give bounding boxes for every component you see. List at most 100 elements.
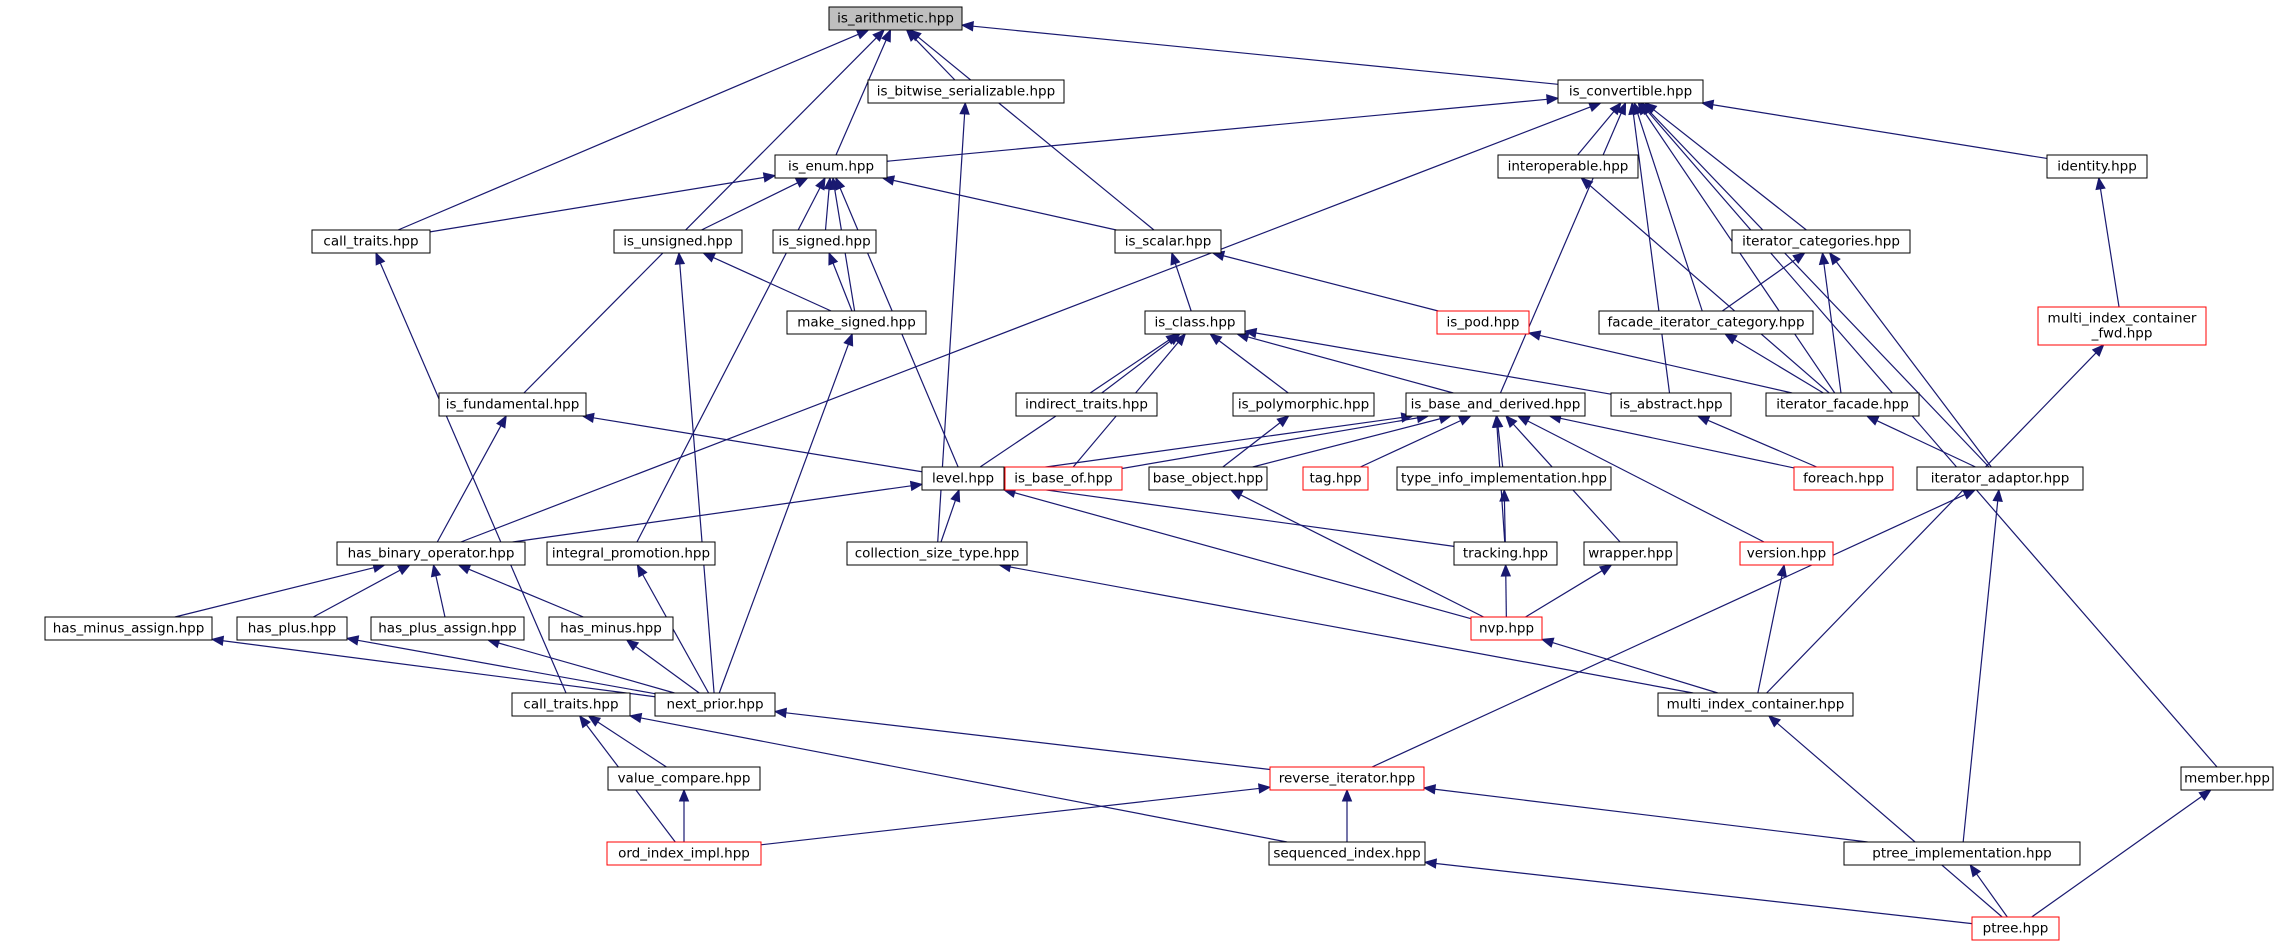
arrowhead bbox=[762, 172, 777, 183]
arrowhead bbox=[1165, 333, 1179, 345]
edge-line bbox=[824, 188, 830, 231]
node-is-polymorphic[interactable]: is_polymorphic.hpp bbox=[1232, 392, 1375, 417]
node-label: ptree.hpp bbox=[1983, 921, 2049, 937]
edge-is_polymorphic-to-is_class bbox=[1209, 333, 1289, 394]
node-collection-size-type[interactable]: collection_size_type.hpp bbox=[846, 541, 1028, 566]
node-label: iterator_adaptor.hpp bbox=[1931, 471, 2070, 487]
node-box bbox=[1497, 154, 1639, 179]
arrowhead bbox=[1505, 415, 1518, 429]
node-ptree-implementation[interactable]: ptree_implementation.hpp bbox=[1843, 841, 2081, 866]
edge-line bbox=[1757, 575, 1783, 694]
node-is-convertible[interactable]: is_convertible.hpp bbox=[1557, 79, 1704, 104]
edge-line bbox=[1255, 332, 1612, 395]
node-indirect-traits[interactable]: indirect_traits.hpp bbox=[1015, 392, 1158, 417]
node-foreach[interactable]: foreach.hpp bbox=[1793, 466, 1894, 491]
node-iterator-facade[interactable]: iterator_facade.hpp bbox=[1765, 392, 1920, 417]
node-ord-index-impl[interactable]: ord_index_impl.hpp bbox=[606, 841, 762, 866]
edge-sequenced_index-to-call_traits_2 bbox=[628, 712, 1288, 843]
node-make-signed[interactable]: make_signed.hpp bbox=[786, 310, 927, 335]
arrowhead bbox=[1700, 99, 1715, 111]
node-has-plus-assign[interactable]: has_plus_assign.hpp bbox=[370, 616, 525, 641]
node-is-scalar[interactable]: is_scalar.hpp bbox=[1114, 229, 1222, 254]
edge-line bbox=[1712, 104, 2048, 160]
node-value-compare[interactable]: value_compare.hpp bbox=[607, 766, 761, 791]
node-base-object[interactable]: base_object.hpp bbox=[1148, 466, 1268, 491]
edge-line bbox=[835, 39, 887, 156]
node-is-class[interactable]: is_class.hpp bbox=[1144, 310, 1246, 335]
node-is-abstract[interactable]: is_abstract.hpp bbox=[1610, 392, 1732, 417]
edge-is_class-to-is_scalar bbox=[1170, 251, 1192, 312]
node-member[interactable]: member.hpp bbox=[2180, 766, 2274, 791]
edge-line bbox=[1435, 862, 1973, 925]
node-wrapper[interactable]: wrapper.hpp bbox=[1583, 541, 1678, 566]
node-ptree[interactable]: ptree.hpp bbox=[1971, 916, 2060, 941]
node-next-prior[interactable]: next_prior.hpp bbox=[654, 692, 776, 717]
node-label: integral_promotion.hpp bbox=[552, 546, 710, 562]
edge-is_base_of-to-is_base_and_derived bbox=[1121, 412, 1430, 470]
node-sequenced-index[interactable]: sequenced_index.hpp bbox=[1268, 841, 1426, 866]
node-box bbox=[370, 616, 525, 641]
arrowhead bbox=[1962, 489, 1977, 500]
node-label: iterator_categories.hpp bbox=[1742, 234, 1900, 250]
edge-make_signed-to-is_unsigned bbox=[702, 252, 832, 312]
node-version[interactable]: version.hpp bbox=[1739, 541, 1834, 566]
node-iterator-categories[interactable]: iterator_categories.hpp bbox=[1731, 229, 1911, 254]
node-label: next_prior.hpp bbox=[666, 697, 763, 713]
edge-iterator_facade-to-iterator_categories bbox=[1818, 251, 1842, 394]
node-multi-index-container-fwd[interactable]: multi_index_container_fwd.hpp bbox=[2037, 306, 2207, 346]
edge-reverse_iterator-to-next_prior bbox=[773, 707, 1271, 771]
arrowhead bbox=[1516, 415, 1531, 426]
node-is-base-and-derived[interactable]: is_base_and_derived.hpp bbox=[1405, 392, 1586, 417]
node-is-pod[interactable]: is_pod.hpp bbox=[1436, 310, 1530, 335]
node-label: version.hpp bbox=[1747, 546, 1826, 562]
edge-is_enum-to-is_convertible bbox=[886, 94, 1560, 162]
arrowhead bbox=[345, 635, 360, 646]
node-is-fundamental[interactable]: is_fundamental.hpp bbox=[438, 392, 587, 417]
node-label: is_class.hpp bbox=[1154, 315, 1235, 331]
node-multi-index-container[interactable]: multi_index_container.hpp bbox=[1657, 692, 1854, 717]
node-label: iterator_facade.hpp bbox=[1776, 397, 1909, 413]
edge-multi_index_container-to-nvp bbox=[1540, 637, 1718, 694]
node-has-minus-assign[interactable]: has_minus_assign.hpp bbox=[44, 616, 213, 641]
arrowhead bbox=[375, 251, 386, 266]
node-reverse-iterator[interactable]: reverse_iterator.hpp bbox=[1269, 766, 1425, 791]
node-facade-iterator-category[interactable]: facade_iterator_category.hpp bbox=[1598, 310, 1814, 335]
node-interoperable[interactable]: interoperable.hpp bbox=[1497, 154, 1639, 179]
edge-call_traits_2-to-call_traits_1 bbox=[375, 251, 567, 694]
arrowhead bbox=[702, 252, 716, 263]
arrowhead bbox=[855, 29, 870, 40]
node-is-bitwise-serializable[interactable]: is_bitwise_serializable.hpp bbox=[867, 79, 1065, 104]
edge-line bbox=[429, 176, 765, 233]
node-box bbox=[2046, 154, 2148, 179]
node-type-info-implementation[interactable]: type_info_implementation.hpp bbox=[1396, 466, 1612, 491]
node-is-unsigned[interactable]: is_unsigned.hpp bbox=[613, 229, 743, 254]
node-is-arithmetic[interactable]: is_arithmetic.hpp bbox=[828, 6, 963, 31]
arrowhead bbox=[496, 414, 507, 429]
node-is-base-of[interactable]: is_base_of.hpp bbox=[1004, 466, 1123, 491]
node-call-traits-2[interactable]: call_traits.hpp bbox=[511, 692, 631, 717]
node-level[interactable]: level.hpp bbox=[921, 466, 1005, 491]
node-has-plus[interactable]: has_plus.hpp bbox=[236, 616, 348, 641]
node-box bbox=[1232, 392, 1375, 417]
edge-call_traits_1-to-is_arithmetic bbox=[397, 29, 870, 231]
node-box bbox=[1269, 766, 1425, 791]
node-tag[interactable]: tag.hpp bbox=[1302, 466, 1369, 491]
node-tracking[interactable]: tracking.hpp bbox=[1453, 541, 1558, 566]
node-has-binary-operator[interactable]: has_binary_operator.hpp bbox=[336, 541, 526, 566]
node-nvp[interactable]: nvp.hpp bbox=[1470, 616, 1543, 641]
edge-line bbox=[2031, 795, 2203, 918]
edge-version-to-is_base_and_derived bbox=[1516, 415, 1765, 543]
node-is-signed[interactable]: is_signed.hpp bbox=[772, 229, 877, 254]
node-is-enum[interactable]: is_enum.hpp bbox=[774, 154, 888, 179]
edge-line bbox=[436, 425, 502, 543]
node-call-traits-1[interactable]: call_traits.hpp bbox=[311, 229, 431, 254]
node-identity[interactable]: identity.hpp bbox=[2046, 154, 2148, 179]
edge-call_traits_1-to-is_enum bbox=[429, 172, 777, 233]
node-iterator-adaptor[interactable]: iterator_adaptor.hpp bbox=[1916, 466, 2084, 491]
node-label: nvp.hpp bbox=[1479, 621, 1534, 637]
node-integral-promotion[interactable]: integral_promotion.hpp bbox=[546, 541, 716, 566]
node-box bbox=[1396, 466, 1612, 491]
edge-line bbox=[713, 256, 832, 312]
edge-line bbox=[313, 569, 401, 618]
node-has-minus[interactable]: has_minus.hpp bbox=[548, 616, 674, 641]
